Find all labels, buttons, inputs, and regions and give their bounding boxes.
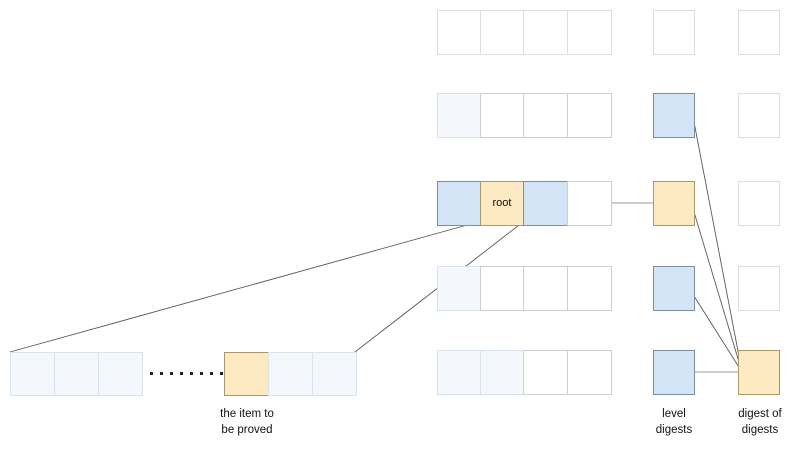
row4-cell-2 [480, 266, 524, 311]
ellipsis-dots [150, 372, 223, 375]
row2-cell-3 [523, 93, 568, 138]
row4-cell-4 [567, 266, 612, 311]
row3-digest-of-digests [738, 181, 780, 226]
row4-digest-of-digests [738, 266, 780, 311]
row5-cell-3 [523, 350, 568, 395]
row1-digest-of-digests [738, 10, 780, 55]
connector-leveldigest-r2-to-dod [693, 121, 743, 373]
bottomleft-cell-1 [10, 352, 55, 396]
ellipsis-dot [170, 372, 173, 375]
ellipsis-dot [160, 372, 163, 375]
row4-level-digest [653, 266, 695, 311]
row2-cell-1 [437, 93, 481, 138]
ellipsis-dot [210, 372, 213, 375]
row5-cell-4 [567, 350, 612, 395]
label-level-digests: level digests [655, 408, 693, 436]
ellipsis-dot [150, 372, 153, 375]
connector-leveldigest-r3-to-dod [693, 211, 743, 373]
label-digest-of-digests: digest of digests [738, 408, 782, 436]
connector-leveldigest-r4-to-dod [693, 295, 743, 373]
row2-level-digest [653, 93, 695, 138]
bottomleft-cell-6 [312, 352, 357, 396]
ellipsis-dot [200, 372, 203, 375]
row3-level-digest [653, 181, 695, 226]
row1-cell-1 [437, 10, 481, 55]
row4-cell-1 [437, 266, 481, 311]
ellipsis-dot [190, 372, 193, 375]
row1-level-digest [653, 10, 695, 55]
row5-digest-of-digests [738, 350, 780, 395]
row1-cell-3 [523, 10, 568, 55]
row1-cell-2 [480, 10, 524, 55]
connector-root-to-item-left [9, 221, 479, 353]
bottomleft-cell-item-to-be-proved [224, 352, 269, 396]
ellipsis-dot [220, 372, 223, 375]
row2-digest-of-digests [738, 93, 780, 138]
row3-cell-1 [437, 181, 481, 226]
row3-cell-3 [523, 181, 568, 226]
bottomleft-cell-3 [98, 352, 143, 396]
row5-cell-2 [480, 350, 524, 395]
bottomleft-cell-2 [54, 352, 99, 396]
row2-cell-2 [480, 93, 524, 138]
row3-cell-root: root [480, 181, 524, 226]
bottomleft-cell-5 [268, 352, 313, 396]
row3-cell-4 [567, 181, 612, 226]
row5-cell-1 [437, 350, 481, 395]
root-cell-label: root [492, 197, 512, 209]
row2-cell-4 [567, 93, 612, 138]
label-item-to-be-proved: the item to be proved [220, 408, 274, 436]
ellipsis-dot [180, 372, 183, 375]
row5-level-digest [653, 350, 695, 395]
row1-cell-4 [567, 10, 612, 55]
row4-cell-3 [523, 266, 568, 311]
